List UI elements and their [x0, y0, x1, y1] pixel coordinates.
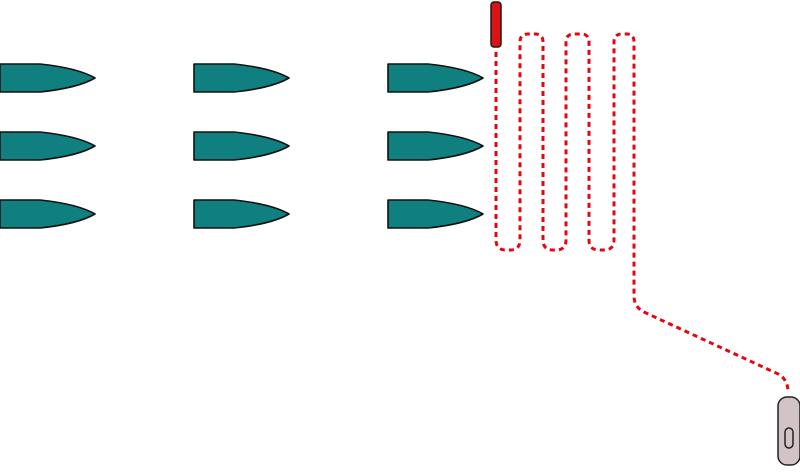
- boat-hull-icon: [193, 131, 290, 161]
- capsule-device-icon: [777, 396, 800, 466]
- boat-hull-icon: [193, 63, 290, 93]
- boat-hull-icon: [193, 199, 290, 229]
- boat-hull-icon: [0, 63, 96, 93]
- serpentine-search-path: [494, 32, 790, 393]
- boat-hull-icon: [0, 199, 96, 229]
- boat-hull-icon: [387, 199, 484, 229]
- boat-hull-icon: [387, 131, 484, 161]
- boat-hull-icon: [0, 131, 96, 161]
- boat-hull-icon: [387, 63, 484, 93]
- red-marker-icon: [490, 1, 502, 48]
- boat-formation: [0, 63, 484, 229]
